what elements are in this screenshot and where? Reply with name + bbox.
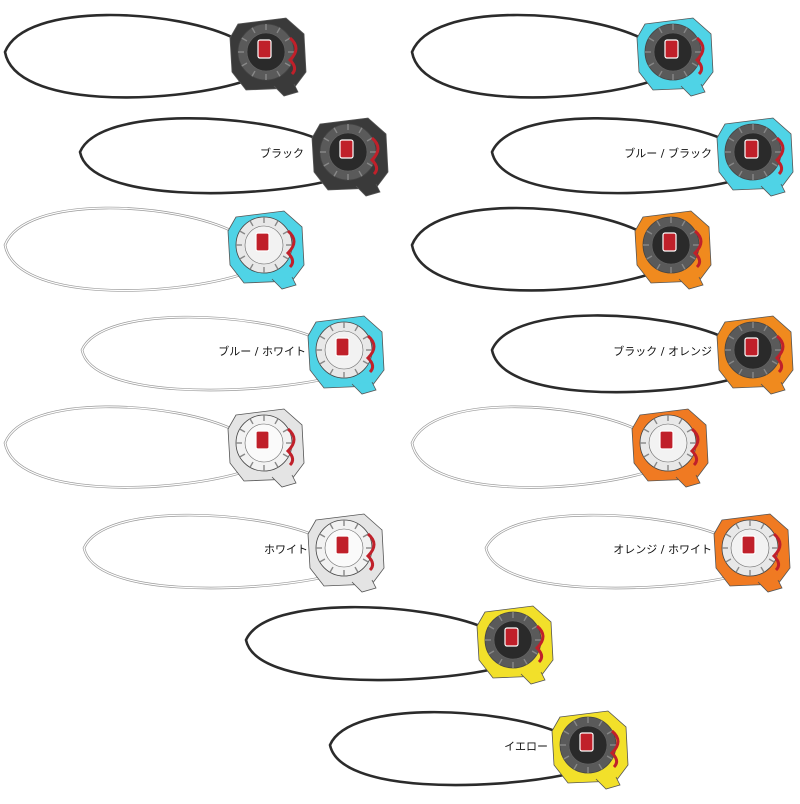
product-black-orange-b: ブラック / オレンジ: [490, 314, 794, 395]
hook-tab: [680, 83, 706, 97]
dial: [307, 315, 385, 395]
logo-mark: [365, 334, 376, 374]
dial: [551, 710, 629, 790]
logo-badge: [579, 732, 594, 752]
logo-badge: [659, 430, 674, 450]
cable-loop: [328, 710, 565, 787]
cable-highlight: [411, 406, 645, 488]
cable-loop: [78, 117, 325, 195]
hook-tab: [760, 381, 786, 395]
hook-tab: [273, 83, 299, 97]
dial: [229, 17, 307, 97]
logo-badge: [504, 627, 519, 647]
logo-badge: [255, 232, 270, 252]
hook-tab: [351, 381, 377, 395]
color-label: イエロー: [504, 740, 548, 753]
product-yellow-a: [244, 605, 554, 685]
hook-tab: [757, 579, 783, 593]
logo-mark: [774, 136, 785, 176]
product-white-a: [3, 405, 305, 489]
color-label: ブルー / ホワイト: [218, 344, 306, 358]
logo-badge: [339, 139, 354, 159]
dial: [227, 408, 305, 488]
logo-badge: [335, 337, 350, 357]
product-black-orange-a: [410, 206, 712, 292]
logo-badge: [744, 139, 759, 159]
hook-tab: [271, 474, 297, 488]
dial: [227, 210, 305, 290]
logo-mark: [689, 427, 700, 467]
cable-loop: [490, 314, 730, 394]
cable-loop: [244, 605, 490, 682]
logo-mark: [534, 624, 545, 664]
hook-tab: [675, 474, 701, 488]
logo-badge: [255, 430, 270, 450]
cable-highlight: [83, 514, 321, 589]
logo-mark: [692, 229, 703, 269]
hook-tab: [355, 183, 381, 197]
logo-mark: [285, 229, 296, 269]
product-orange-white-b: オレンジ / ホワイト: [484, 513, 791, 593]
product-orange-white-a: [410, 405, 709, 489]
color-label: ブラック / オレンジ: [613, 344, 712, 358]
logo-mark: [694, 36, 705, 76]
dial: [307, 513, 385, 593]
color-label: ブルー / ブラック: [624, 146, 712, 160]
color-label: オレンジ / ホワイト: [613, 543, 712, 556]
cable-highlight: [4, 406, 241, 488]
dial: [634, 210, 712, 290]
logo-mark: [609, 729, 620, 769]
hook-tab: [351, 579, 377, 593]
product-white-b: ホワイト: [82, 513, 385, 593]
logo-mark: [771, 532, 782, 572]
hook-tab: [678, 276, 704, 290]
color-label: ブラック: [260, 146, 304, 160]
cable-loop: [410, 13, 650, 99]
product-blue-black-a: [410, 13, 714, 99]
logo-mark: [365, 532, 376, 572]
product-blue-black-b: ブルー / ブラック: [490, 117, 794, 197]
hook-tab: [271, 276, 297, 290]
dial: [716, 117, 794, 197]
dial: [311, 117, 389, 197]
dial: [631, 408, 709, 488]
cable-loop: [490, 117, 730, 195]
logo-mark: [285, 427, 296, 467]
product-blue-white-a: [3, 206, 305, 292]
product-black-b: ブラック: [78, 117, 389, 197]
logo-mark: [287, 36, 298, 76]
logo-badge: [335, 535, 350, 555]
hook-tab: [760, 183, 786, 197]
cable-highlight: [4, 207, 241, 292]
product-black-a: [3, 13, 307, 99]
logo-badge: [664, 39, 679, 59]
cable-loop: [410, 206, 648, 292]
logo-mark: [774, 334, 785, 374]
hook-tab: [520, 671, 546, 685]
dial: [636, 17, 714, 97]
logo-badge: [741, 535, 756, 555]
color-label: ホワイト: [264, 543, 308, 556]
dial: [716, 315, 794, 395]
dial: [713, 513, 791, 593]
cable-loop: [3, 13, 243, 99]
logo-badge: [662, 232, 677, 252]
product-blue-white-b: ブルー / ホワイト: [80, 315, 385, 395]
cable-highlight: [485, 514, 727, 589]
hook-tab: [595, 776, 621, 790]
dial: [476, 605, 554, 685]
cable-highlight: [81, 316, 321, 391]
logo-badge: [744, 337, 759, 357]
logo-mark: [369, 136, 380, 176]
logo-badge: [257, 39, 272, 59]
product-yellow-b: イエロー: [328, 710, 629, 790]
